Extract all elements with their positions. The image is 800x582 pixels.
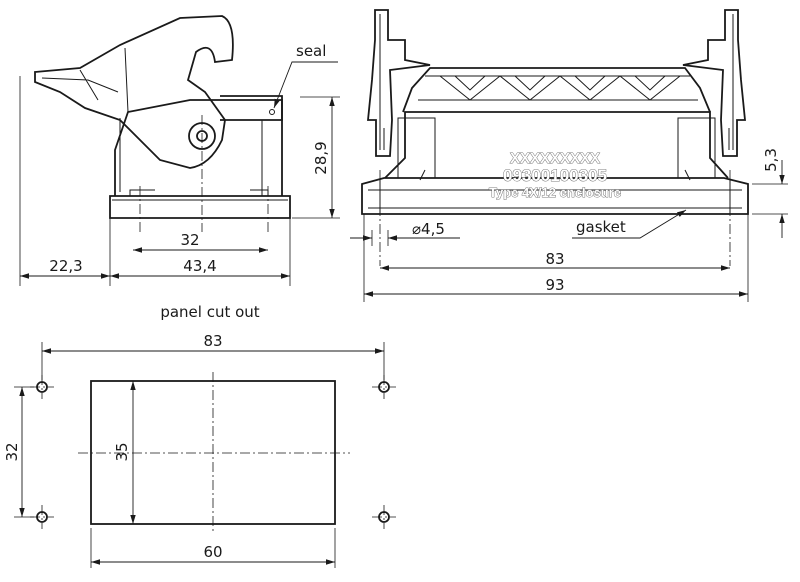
overall-length-dim: 93 [545, 276, 564, 294]
hole-diameter-dim: ⌀4,5 [412, 220, 445, 238]
cutout-opening-width-dim: 60 [203, 543, 222, 561]
overhang-dim: 22,3 [49, 257, 82, 275]
seal-label: seal [296, 42, 326, 60]
panel-cutout-view: panel cut out 83 32 35 60 [3, 303, 396, 568]
front-base-flange [361, 177, 749, 215]
side-locking-lever [34, 15, 234, 169]
front-view: XXXXXXXXX 09300100305 Type 4X/12 enclosu… [350, 9, 788, 302]
side-view: seal 32 43,4 22,3 28,9 [19, 15, 340, 286]
gasket-label: gasket [576, 218, 626, 236]
cutout-hole-spacing-y-dim: 32 [3, 442, 21, 461]
height-dim: 28,9 [312, 141, 330, 174]
front-top-cap [402, 67, 711, 113]
marking-line-3: Type 4X/12 enclosure [489, 185, 621, 200]
side-seal-boss [220, 95, 283, 121]
hole-spacing-dim: 83 [545, 250, 564, 268]
front-right-post [682, 9, 746, 157]
front-housing-body [384, 111, 729, 179]
front-left-post [367, 9, 431, 157]
marking-line-2: 09300100305 [503, 166, 607, 185]
flange-thickness-dim: 5,3 [762, 148, 780, 172]
base-width-dim: 43,4 [183, 257, 216, 275]
bolt-spacing-dim: 32 [180, 231, 199, 249]
cutout-opening-height-dim: 35 [113, 442, 131, 461]
mounting-hole [372, 505, 396, 529]
cutout-hole-spacing-x-dim: 83 [203, 332, 222, 350]
side-base-flange [109, 195, 291, 219]
marking-line-1: XXXXXXXXX [510, 150, 600, 167]
cutout-title: panel cut out [160, 303, 259, 321]
